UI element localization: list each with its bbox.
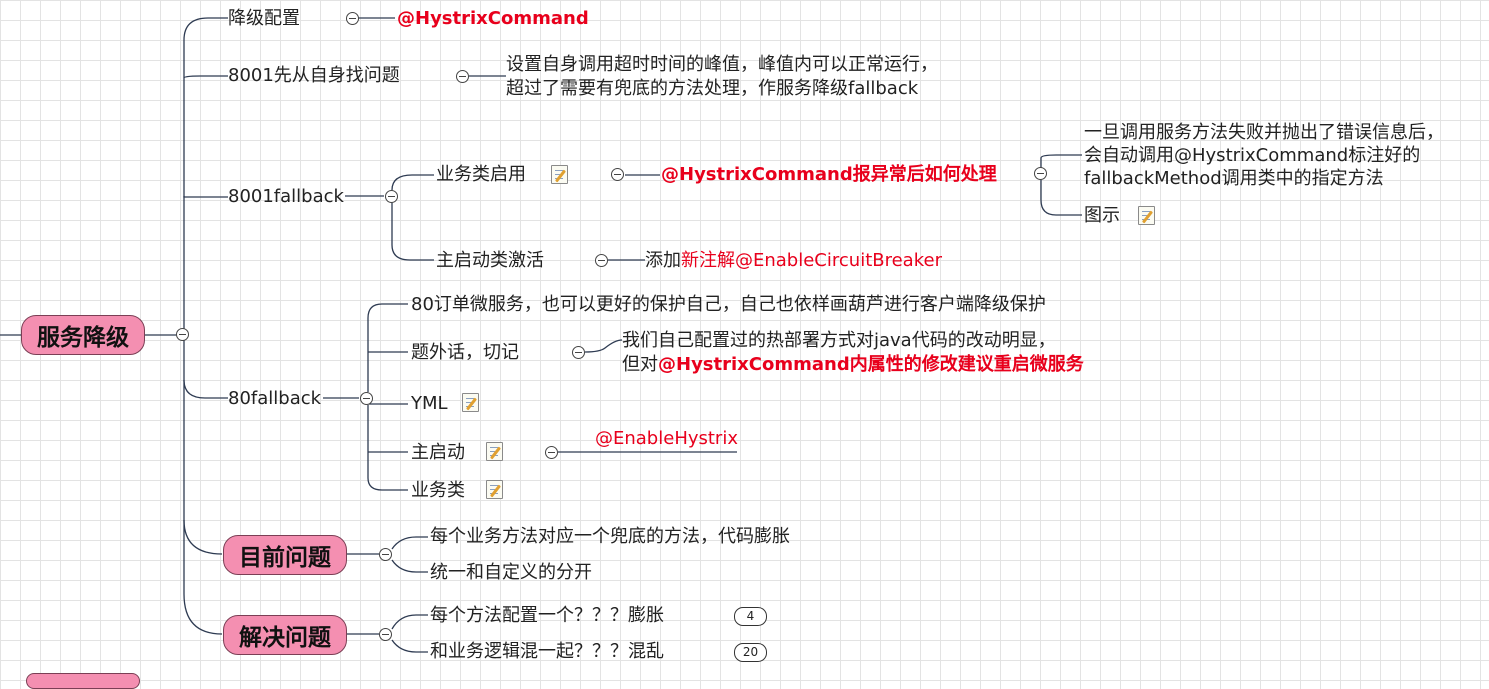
collapse-minus-icon[interactable] xyxy=(379,628,392,641)
collapse-minus-icon[interactable] xyxy=(176,328,189,341)
note-pencil-icon[interactable] xyxy=(462,393,479,412)
collapse-minus-icon[interactable] xyxy=(456,70,469,83)
collapse-minus-icon[interactable] xyxy=(595,254,608,267)
b80-fallback-label[interactable]: 80fallback xyxy=(228,388,322,409)
business-enable-label[interactable]: 业务类启用 xyxy=(436,164,526,185)
current-problems-topic[interactable]: 目前问题 xyxy=(223,535,347,575)
current-problems-label: 目前问题 xyxy=(239,545,331,571)
diagram-label[interactable]: 图示 xyxy=(1084,205,1120,226)
note-pencil-icon[interactable] xyxy=(486,480,503,499)
aside-line2-prefix: 但对 xyxy=(622,354,658,375)
current-problem-item[interactable]: 每个业务方法对应一个兜底的方法，代码膨胀 xyxy=(430,526,790,547)
solution-count-badge: 20 xyxy=(734,643,767,662)
fallback-detail-line3[interactable]: fallbackMethod调用类中的指定方法 xyxy=(1084,168,1384,189)
aside-line1[interactable]: 我们自己配置过的热部署方式对java代码的改动明显， xyxy=(622,330,1056,351)
business-class-label[interactable]: 业务类 xyxy=(411,480,465,501)
collapse-minus-icon[interactable] xyxy=(379,548,392,561)
order-service-label[interactable]: 80订单微服务，也可以更好的保护自己，自己也依样画葫芦进行客户端降级保护 xyxy=(411,294,1046,315)
timeout-note-line1[interactable]: 设置自身调用超时时间的峰值，峰值内可以正常运行， xyxy=(506,54,938,75)
collapse-minus-icon[interactable] xyxy=(346,12,359,25)
circuit-breaker-red: 新注解@EnableCircuitBreaker xyxy=(681,250,942,271)
collapse-minus-icon[interactable] xyxy=(1034,167,1047,180)
aside-line2[interactable]: 但对@HystrixCommand内属性的修改建议重启微服务 xyxy=(622,353,1084,376)
collapse-minus-icon[interactable] xyxy=(360,392,373,405)
main-activation-label[interactable]: 主启动类激活 xyxy=(436,250,544,271)
b8001-self-label[interactable]: 8001先从自身找问题 xyxy=(228,65,400,86)
main-start-label[interactable]: 主启动 xyxy=(411,442,465,463)
timeout-note-line2[interactable]: 超过了需要有兜底的方法处理，作服务降级fallback xyxy=(506,78,919,99)
yml-label[interactable]: YML xyxy=(411,393,448,414)
solution-item[interactable]: 和业务逻辑混一起？？？混乱 xyxy=(430,641,664,662)
aside-line2-red: @HystrixCommand内属性的修改建议重启微服务 xyxy=(658,354,1084,375)
solutions-label: 解决问题 xyxy=(239,625,331,651)
b8001-fallback-label[interactable]: 8001fallback xyxy=(228,186,344,207)
next-topic-partial[interactable] xyxy=(26,673,140,689)
current-problem-item[interactable]: 统一和自定义的分开 xyxy=(430,562,592,583)
note-pencil-icon[interactable] xyxy=(551,165,568,184)
collapse-minus-icon[interactable] xyxy=(611,168,624,181)
fallback-detail-line1[interactable]: 一旦调用服务方法失败并抛出了错误信息后， xyxy=(1084,122,1444,143)
circuit-breaker-prefix: 添加 xyxy=(645,250,681,271)
collapse-minus-icon[interactable] xyxy=(545,446,558,459)
root-topic[interactable]: 服务降级 xyxy=(21,315,145,355)
note-pencil-icon[interactable] xyxy=(1138,206,1155,225)
solution-item[interactable]: 每个方法配置一个？？？膨胀 xyxy=(430,605,664,626)
collapse-minus-icon[interactable] xyxy=(385,190,398,203)
solution-count-badge: 4 xyxy=(734,607,767,626)
degrade-config-label[interactable]: 降级配置 xyxy=(228,8,300,29)
hystrix-exception-handling[interactable]: @HystrixCommand报异常后如何处理 xyxy=(661,164,997,185)
solutions-topic[interactable]: 解决问题 xyxy=(223,615,347,655)
fallback-detail-line2[interactable]: 会自动调用@HystrixCommand标注好的 xyxy=(1084,145,1421,166)
note-pencil-icon[interactable] xyxy=(486,442,503,461)
collapse-minus-icon[interactable] xyxy=(572,346,585,359)
aside-label[interactable]: 题外话，切记 xyxy=(411,342,519,363)
circuit-breaker-annotation[interactable]: 添加新注解@EnableCircuitBreaker xyxy=(645,249,942,272)
enable-hystrix-label[interactable]: @EnableHystrix xyxy=(595,428,738,449)
root-topic-label: 服务降级 xyxy=(37,325,129,351)
hystrix-command-label[interactable]: @HystrixCommand xyxy=(397,8,589,29)
